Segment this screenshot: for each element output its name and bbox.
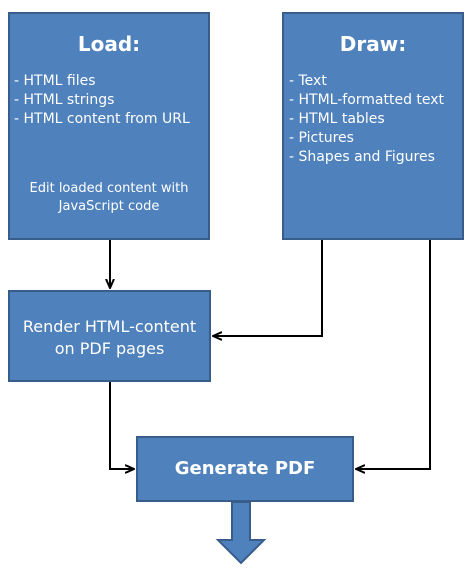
draw-list: - Text - HTML-formatted text - HTML tabl… [289,72,464,167]
load-note: Edit loaded content with JavaScript code [10,180,208,216]
draw-item-html-formatted-text: - HTML-formatted text [289,92,445,108]
output-down-arrow [215,501,267,565]
load-title: Load: [77,32,141,56]
load-item-html-strings: - HTML strings [14,92,115,108]
load-list: - HTML files - HTML strings - HTML conte… [14,72,210,129]
load-box: Load: - HTML files - HTML strings - HTML… [8,12,210,240]
arrow-render-to-generate [109,382,134,469]
load-note-line-1: Edit loaded content with [29,181,189,196]
arrow-draw-to-generate [356,240,431,469]
arrow-draw-to-render [213,240,323,336]
load-note-line-2: JavaScript code [58,199,160,214]
draw-item-shapes-and-figures: - Shapes and Figures [289,149,435,165]
draw-item-text: - Text [289,73,327,89]
render-box: Render HTML-content on PDF pages [8,290,211,382]
draw-item-pictures: - Pictures [289,130,354,146]
draw-box: Draw: - Text - HTML-formatted text - HTM… [282,12,464,240]
draw-item-html-tables: - HTML tables [289,111,385,127]
render-line-2: on PDF pages [54,339,165,358]
render-text: Render HTML-content on PDF pages [10,316,209,360]
load-item-html-from-url: - HTML content from URL [14,111,190,127]
generate-pdf-box: Generate PDF [136,436,354,502]
draw-title: Draw: [339,32,407,56]
render-line-1: Render HTML-content [22,317,197,336]
load-item-html-files: - HTML files [14,73,96,89]
generate-pdf-label: Generate PDF [174,458,316,479]
